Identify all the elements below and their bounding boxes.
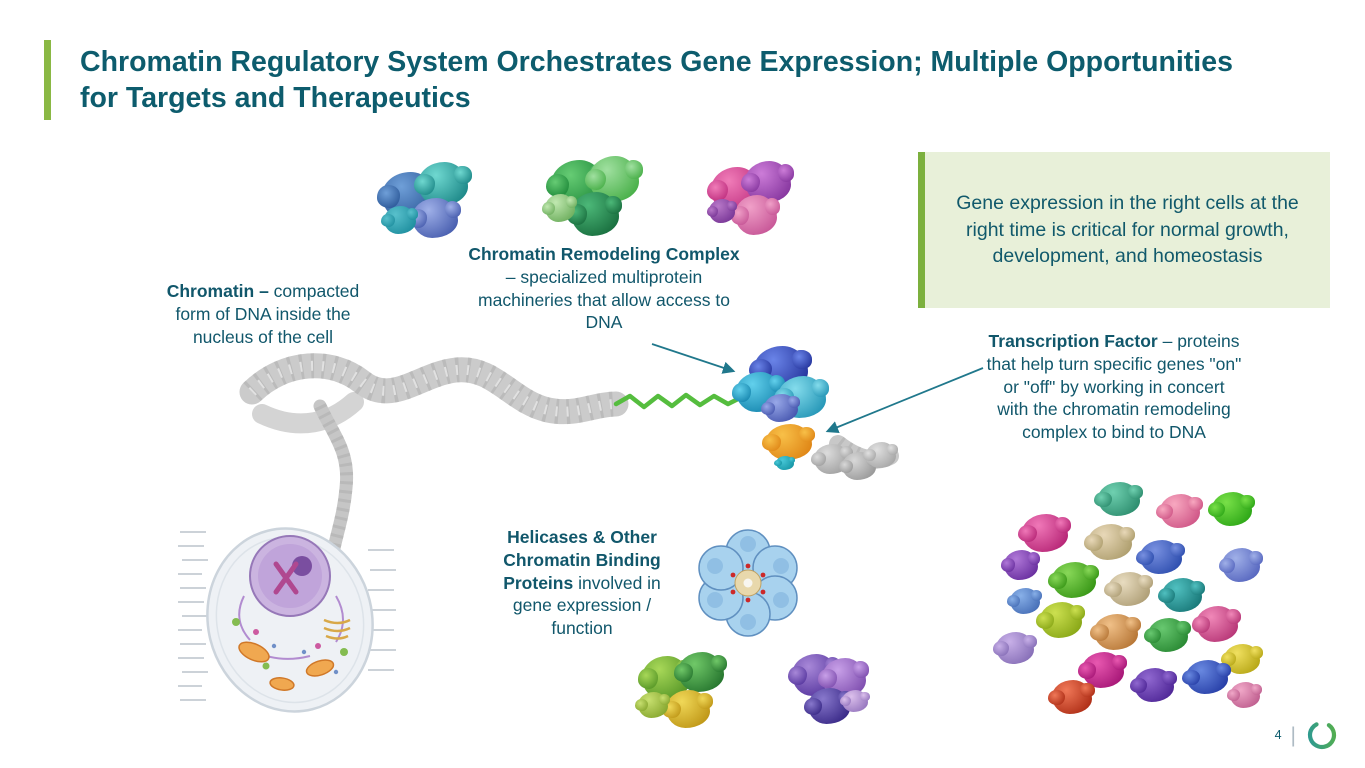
protein-blob — [804, 688, 853, 724]
gene-expression-highlight-box: Gene expression in the right cells at th… — [918, 152, 1330, 308]
protein-blob — [1192, 606, 1241, 642]
cell-label-lines — [178, 531, 396, 701]
chromatin-label-bold: Chromatin – — [166, 281, 269, 301]
remodeling-complex-label-bold: Chromatin Remodeling Complex — [468, 244, 740, 264]
protein-blob — [662, 690, 714, 728]
cell-diagram — [178, 527, 396, 713]
protein-blob — [1104, 572, 1153, 606]
page-number: 4 — [1274, 728, 1282, 742]
protein-blob — [1000, 550, 1041, 580]
protein-blob — [407, 198, 462, 238]
protein-blob — [992, 632, 1037, 664]
protein-blob — [1007, 588, 1043, 614]
slide-title: Chromatin Regulatory System Orchestrates… — [80, 46, 1233, 115]
protein-blob — [839, 690, 870, 712]
remodeling-complex-label-text: – specialized multiprotein machineries t… — [478, 266, 730, 333]
footer-divider: | — [1290, 723, 1296, 747]
cell-nucleus — [249, 535, 331, 617]
protein-blob — [1084, 524, 1136, 560]
title-accent-bar — [44, 40, 51, 120]
protein-blob — [1156, 494, 1203, 528]
mitochondria — [238, 641, 335, 691]
protein-structure-bottom-green — [635, 648, 730, 738]
protein-structure-top-blue — [377, 158, 474, 246]
chromatin-label: Chromatin – compacted form of DNA inside… — [148, 280, 378, 348]
protein-structure-top-green — [542, 150, 647, 244]
protein-blob — [1048, 562, 1100, 598]
protein-blob — [1182, 660, 1231, 694]
gene-expression-highlight-text: Gene expression in the right cells at th… — [956, 191, 1299, 268]
chromatin-label-text: compacted form of DNA inside the nucleus… — [175, 281, 360, 347]
protein-blob — [1227, 682, 1263, 708]
chromosome-x — [273, 561, 299, 595]
protein-blob — [1090, 614, 1142, 650]
protein-blob — [1136, 540, 1185, 574]
nucleosome-structure — [810, 436, 899, 486]
footer: 4 | — [1275, 718, 1339, 752]
protein-structure-top-pink — [706, 157, 795, 241]
helicases-label-bold: Helicases & Other Chromatin Binding Prot… — [503, 527, 661, 593]
protein-blob — [1144, 618, 1191, 652]
protein-blob — [706, 199, 737, 223]
helicases-label: Helicases & Other Chromatin Binding Prot… — [482, 526, 682, 640]
protein-blob — [1158, 578, 1205, 612]
protein-blob — [1218, 548, 1263, 582]
protein-blob — [381, 206, 419, 234]
protein-blob — [542, 194, 578, 222]
protein-blob — [774, 456, 796, 470]
protein-blob — [731, 372, 786, 412]
protein-structure-bottom-purple — [786, 648, 870, 730]
protein-blob — [566, 192, 623, 236]
company-logo-icon — [1307, 720, 1337, 750]
protein-blob — [731, 195, 780, 235]
transcription-factor-label-bold: Transcription Factor — [988, 331, 1158, 351]
remodeling-complex-label: Chromatin Remodeling Complex – specializ… — [468, 243, 740, 334]
protein-blob — [1078, 652, 1127, 688]
protein-blob — [1094, 482, 1143, 516]
protein-blob — [1048, 680, 1095, 714]
remodeling-complex-structure — [731, 346, 832, 432]
transcription-factor-label-text: – proteins that help turn specific genes… — [986, 331, 1242, 442]
nucleolus — [292, 556, 312, 576]
protein-blob — [1130, 668, 1177, 702]
protein-blob — [635, 692, 671, 718]
transcription-factor-label: Transcription Factor – proteins that hel… — [986, 330, 1242, 444]
protein-blob — [760, 394, 801, 422]
protein-blob — [673, 652, 728, 692]
protein-blob — [810, 444, 853, 474]
transcription-factor-structure — [761, 424, 816, 460]
helicases-label-text: involved in gene expression / function — [512, 572, 661, 639]
protein-library-cluster — [990, 478, 1280, 728]
protein-blob — [1017, 514, 1072, 552]
protein-blob — [1036, 602, 1085, 638]
protein-blob — [1208, 492, 1255, 526]
protein-blob — [863, 442, 899, 468]
helicase-structure — [698, 529, 798, 637]
